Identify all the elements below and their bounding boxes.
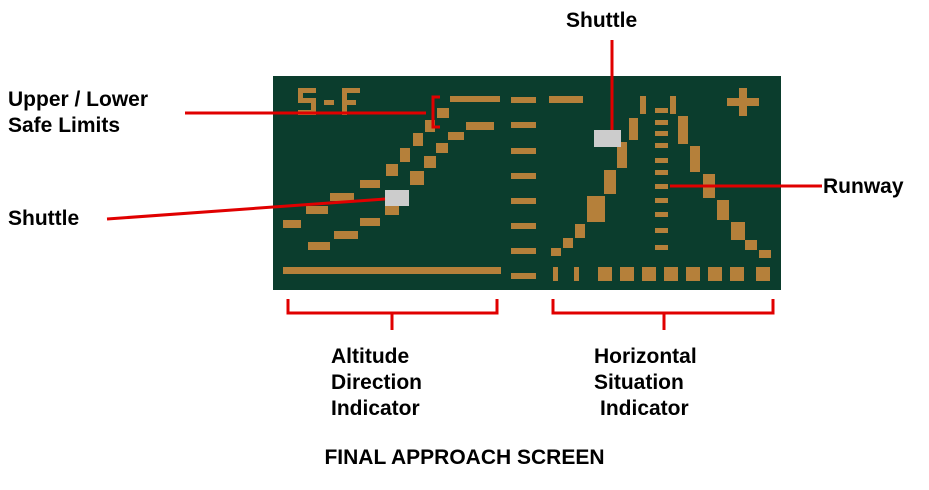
adi-shuttle-marker: [385, 190, 409, 206]
hsi-left-boundary: [551, 96, 646, 256]
hsi-bracket: [551, 299, 775, 315]
adi-baseline: [283, 267, 501, 274]
safe-limits-line2: Safe Limits: [8, 114, 121, 137]
hsi-label-line3: Indicator: [600, 397, 689, 420]
hsi-label: Horizontal Situation Indicator: [594, 344, 697, 422]
plus-symbol: [727, 88, 759, 116]
hsi-label-line1: Horizontal: [594, 345, 697, 368]
limits-bracket: [431, 95, 440, 129]
adi-label-line2: Direction: [331, 371, 423, 394]
runway-label: Runway: [823, 175, 904, 198]
shuttle-left-label: Shuttle: [8, 207, 80, 230]
adi-label-line3: Indicator: [331, 397, 420, 420]
hsi-top-dash: [549, 96, 583, 103]
adi-label-line1: Altitude: [331, 345, 410, 368]
safe-limits-line1: Upper / Lower: [8, 88, 149, 111]
callout-lines: [106, 40, 822, 330]
adi-label: Altitude Direction Indicator: [331, 344, 422, 422]
hsi-label-line2: Situation: [594, 371, 684, 394]
adi-lower-safe-limit: [308, 122, 494, 250]
center-divider-scale: [511, 97, 536, 279]
adi-bracket: [286, 299, 499, 315]
safe-limits-label: Upper / Lower Safe Limits: [8, 87, 148, 139]
hsi-shuttle-marker: [594, 130, 621, 147]
hsi-bottom-scale: [553, 267, 770, 281]
adi-upper-safe-limit: [283, 96, 500, 228]
runway-centerline: [655, 108, 668, 250]
page-title: FINAL APPROACH SCREEN: [324, 446, 605, 469]
shuttle-left-leader: [106, 197, 386, 221]
shuttle-top-label: Shuttle: [566, 9, 638, 32]
